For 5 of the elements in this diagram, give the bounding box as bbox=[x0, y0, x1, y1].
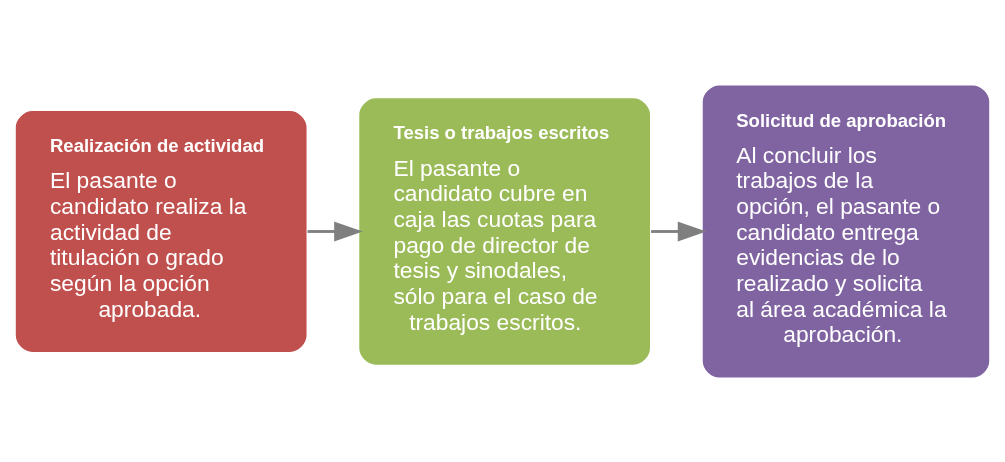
arrow bbox=[307, 221, 363, 241]
node-box: Tesis o trabajos escritos El pasante o candidato cubre en caja las cuotas para pago de director de tesis y sinodales, sólo para el caso de trabajos escritos. bbox=[357, 96, 652, 366]
node-box: Realización de actividad El pasante o candidato realiza la actividad de titulación o grado según la opción aprobada. bbox=[14, 109, 308, 353]
node-box: Solicitud de aprobación Al concluir los trabajos de la opción, el pasante o candidato entrega evidencias de lo realizado y solicita al área académica la aprobación. bbox=[701, 83, 991, 379]
arrow bbox=[651, 221, 707, 241]
